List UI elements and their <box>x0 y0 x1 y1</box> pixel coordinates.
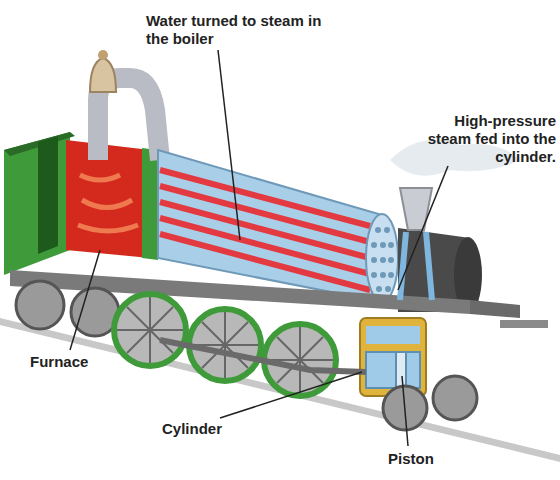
steam-chest <box>366 326 420 344</box>
steam-pipes <box>400 232 432 300</box>
boiler-band <box>142 148 158 260</box>
part-label: Cylinder <box>162 420 252 438</box>
rail <box>0 318 560 462</box>
tube-holes <box>371 227 394 292</box>
tube-plate <box>366 214 398 302</box>
part-label: Furnace <box>30 353 120 371</box>
cylinder-housing <box>360 318 426 396</box>
dome-knob <box>98 50 108 60</box>
wheel-spokes <box>117 297 333 393</box>
part-label: Piston <box>388 450 468 468</box>
part-label: Water turned to steam in the boiler <box>146 12 336 48</box>
part-label: High-pressure steam fed into the cylinde… <box>420 112 556 166</box>
flames <box>78 175 138 231</box>
boiler <box>158 150 382 302</box>
leader-lines <box>70 50 448 446</box>
cylinder <box>366 352 420 388</box>
boiler-tubes <box>160 170 370 290</box>
cab-band <box>38 136 58 254</box>
buffer <box>500 320 548 328</box>
piston <box>396 352 406 388</box>
connecting-rod <box>160 340 366 372</box>
chimney <box>400 188 432 230</box>
dome <box>90 58 116 92</box>
wheels <box>16 281 477 430</box>
buffer-beam <box>470 300 520 318</box>
